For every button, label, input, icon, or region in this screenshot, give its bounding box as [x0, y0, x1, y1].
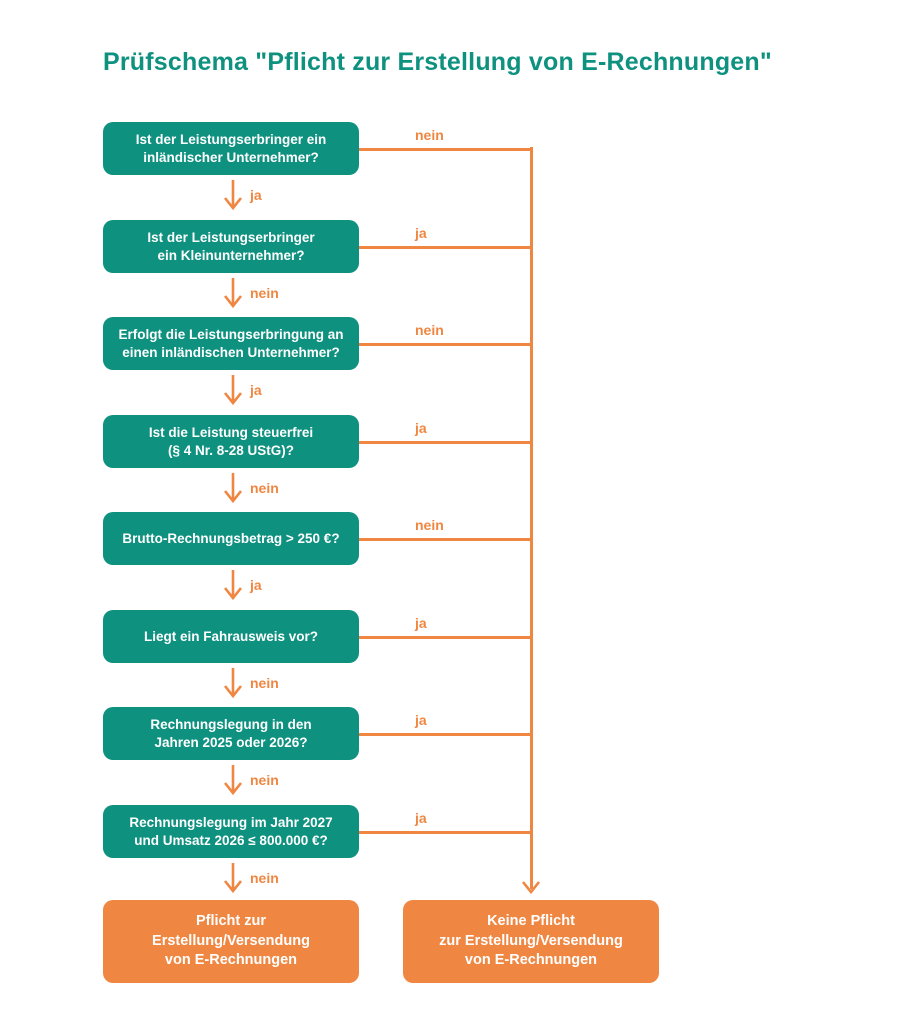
down-arrow-icon	[222, 277, 244, 313]
branch-line	[359, 733, 530, 736]
question-box: Rechnungslegung im Jahr 2027 und Umsatz …	[103, 805, 359, 858]
branch-label: nein	[415, 322, 444, 338]
question-text: Brutto-Rechnungsbetrag > 250 €?	[122, 530, 340, 546]
branch-label: ja	[415, 615, 427, 631]
branch-line	[359, 441, 530, 444]
down-arrow-label: ja	[250, 382, 262, 398]
question-box: Ist die Leistung steuerfrei (§ 4 Nr. 8-2…	[103, 415, 359, 468]
question-text: Liegt ein Fahrausweis vor?	[143, 628, 319, 644]
question-box: Liegt ein Fahrausweis vor?	[103, 610, 359, 663]
flow-vertical-line	[530, 147, 533, 889]
result-box-obligation: Pflicht zur Erstellung/Versendung von E-…	[103, 900, 359, 983]
down-arrow-label: nein	[250, 480, 279, 496]
question-box: Ist der Leistungserbringer ein Kleinunte…	[103, 220, 359, 273]
down-arrow-label: ja	[250, 577, 262, 593]
down-arrow-icon	[222, 569, 244, 605]
branch-label: nein	[415, 517, 444, 533]
down-arrow-icon	[222, 764, 244, 800]
question-text: Ist der Leistungserbringer ein Kleinunte…	[147, 229, 315, 263]
branch-line	[359, 343, 530, 346]
question-box: Ist der Leistungserbringer ein inländisc…	[103, 122, 359, 175]
down-arrow-icon	[222, 472, 244, 508]
down-arrow-icon	[222, 374, 244, 410]
branch-line	[359, 246, 530, 249]
branch-line	[359, 538, 530, 541]
question-text: Rechnungslegung in den Jahren 2025 oder …	[150, 716, 312, 750]
question-text: Ist der Leistungserbringer ein inländisc…	[135, 131, 327, 165]
down-arrow-icon	[222, 179, 244, 215]
question-text: Ist die Leistung steuerfrei (§ 4 Nr. 8-2…	[148, 424, 314, 458]
down-arrow-icon	[222, 667, 244, 703]
result-no-obligation-text: Keine Pflicht zur Erstellung/Versendung …	[439, 913, 623, 969]
down-arrow-label: nein	[250, 870, 279, 886]
down-arrow-label: nein	[250, 772, 279, 788]
down-arrow-label: ja	[250, 187, 262, 203]
branch-line	[359, 636, 530, 639]
branch-label: ja	[415, 225, 427, 241]
question-text: Erfolgt die Leistungserbringung an einen…	[118, 326, 344, 360]
down-arrow-label: nein	[250, 675, 279, 691]
result-obligation-text: Pflicht zur Erstellung/Versendung von E-…	[152, 913, 310, 969]
down-arrow-icon	[222, 862, 244, 898]
page-title: Prüfschema "Pflicht zur Erstellung von E…	[103, 48, 772, 76]
branch-label: ja	[415, 420, 427, 436]
down-arrow-label: nein	[250, 285, 279, 301]
question-box: Brutto-Rechnungsbetrag > 250 €?	[103, 512, 359, 565]
branch-line	[359, 148, 530, 151]
question-box: Rechnungslegung in den Jahren 2025 oder …	[103, 707, 359, 760]
question-box: Erfolgt die Leistungserbringung an einen…	[103, 317, 359, 370]
arrowhead-down-icon	[520, 879, 542, 895]
branch-label: ja	[415, 712, 427, 728]
branch-label: nein	[415, 127, 444, 143]
branch-label: ja	[415, 810, 427, 826]
branch-line	[359, 831, 530, 834]
result-box-no-obligation: Keine Pflicht zur Erstellung/Versendung …	[403, 900, 659, 983]
question-text: Rechnungslegung im Jahr 2027 und Umsatz …	[129, 814, 333, 848]
